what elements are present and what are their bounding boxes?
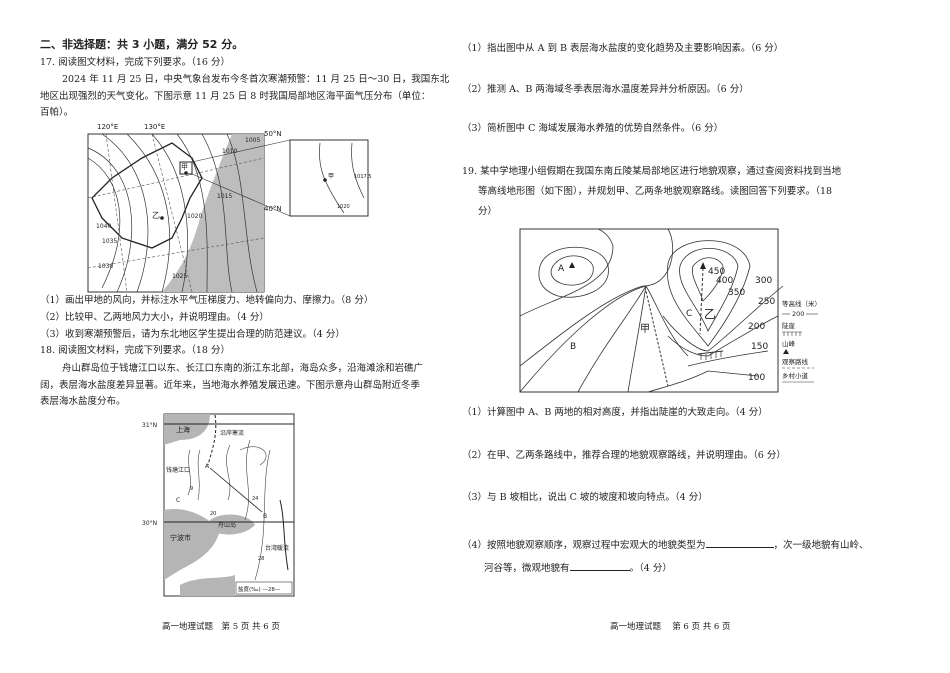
contour-label: 250 — [758, 297, 775, 307]
q19-question-4-line2: 河谷等，微观地貌有 。（4 分） — [484, 560, 672, 575]
q18-para-3: 表层海水盐度分布。 — [40, 396, 126, 407]
contour-label: 300 — [755, 276, 772, 286]
q19-para-2: 等高线地形图（如下图），并规划甲、乙两条地貌观察路线。读图回答下列要求。（18 — [478, 186, 833, 197]
legend-cliff: 陡崖 — [782, 321, 796, 330]
inset-isobar: 1020 — [337, 204, 350, 210]
lat-label: 30°N — [142, 520, 157, 527]
current-taiwan-warm: 台湾暖流 — [265, 544, 289, 552]
lat-label: 40°N — [264, 205, 282, 213]
q17-question-3: （3）收到寒潮预警后，请为东北地区学生提出合理的防范建议。（4 分） — [40, 329, 345, 340]
q17-question-2: （2）比较甲、乙两地风力大小，并说明理由。（4 分） — [40, 312, 269, 323]
point-a: A — [558, 264, 565, 274]
route-yi: 乙 — [704, 307, 716, 321]
section-heading: 二、非选择题：共 3 小题，满分 52 分。 — [40, 38, 244, 51]
q17-title: 17. 阅读图文材料，完成下列要求。（16 分） — [40, 57, 230, 68]
point-yi: 乙 — [152, 211, 160, 220]
isobar-label: 1030 — [98, 263, 113, 270]
route-jia: 甲 — [640, 324, 650, 335]
place-ningbo: 宁波市 — [170, 533, 191, 542]
isoline-label: 20 — [210, 511, 216, 517]
q17-para-2: 地区出现强烈的天气变化。下图示意 11 月 25 日 8 时我国局部地区海平面气… — [40, 91, 431, 102]
q19-para-1: 19. 某中学地理小组假期在我国东南丘陵某局部地区进行地貌观察，通过查阅资料找到… — [462, 166, 842, 177]
inset-point-jia: 甲 — [328, 173, 334, 180]
q18-question-3: （3）简析图中 C 海域发展海水养殖的优势自然条件。（6 分） — [462, 123, 724, 134]
legend-path: 乡村小道 — [782, 371, 809, 380]
isobar-label: 1025 — [172, 273, 187, 280]
salinity-legend: 盐度(‰) —28— — [238, 585, 281, 593]
lat-label: 50°N — [264, 130, 282, 138]
q18-title: 18. 阅读图文材料，完成下列要求。（18 分） — [40, 345, 230, 356]
contour-label: 100 — [748, 373, 765, 383]
point-jia: 甲 — [181, 163, 188, 171]
legend-contour-sample: 200 — [792, 310, 804, 318]
point-c: C — [686, 309, 692, 319]
lat-label: 31°N — [142, 422, 157, 429]
isobar-label: 1015 — [217, 193, 232, 200]
answer-blank-2[interactable] — [569, 560, 630, 571]
isobar-label: 1040 — [96, 223, 111, 230]
footer-right: 高一地理试题 第 6 页 共 6 页 — [610, 622, 731, 632]
q19-question-3: （3）与 B 坡相比，说出 C 坡的坡度和坡向特点。（4 分） — [462, 492, 708, 503]
footer-left: 高一地理试题 第 5 页 共 6 页 — [162, 622, 280, 632]
q19-question-2: （2）在甲、乙两条路线中，推荐合理的地貌观察路线，并说明理由。（6 分） — [462, 450, 786, 461]
place-zhoushan: 舟山岛 — [218, 521, 236, 529]
isobar-label: 1010 — [222, 148, 237, 155]
q17-question-1: （1）画出甲地的风向，并标注水平气压梯度力、地转偏向力、摩擦力。（8 分） — [40, 295, 374, 306]
q4-text-2: ，次一级地貌有山岭、 — [773, 540, 869, 551]
q18-question-2: （2）推测 A、B 两海域冬季表层海水温度差异并分析原因。（6 分） — [462, 84, 749, 95]
isobar-label: 1020 — [187, 213, 202, 220]
contour-label: 450 — [708, 267, 725, 277]
inset-isobar: 1017.5 — [354, 174, 372, 180]
q18-question-1: （1）指出图中从 A 到 B 表层海水盐度的变化趋势及主要影响因素。（6 分） — [462, 43, 784, 54]
place-qiantang: 钱塘江口 — [166, 466, 190, 474]
contour-label: 350 — [728, 288, 745, 298]
q17-para-3: 百帕）。 — [40, 107, 74, 118]
q4-text-1: （4）按照地貌观察顺序，观察过程中宏观大的地貌类型为 — [462, 540, 706, 551]
isoline-label: 24 — [252, 496, 258, 502]
isoline-label: 28 — [258, 556, 264, 562]
legend-route: 观察路线 — [782, 357, 809, 366]
contour-label: 200 — [748, 322, 765, 332]
q19-question-4-line1: （4）按照地貌观察顺序，观察过程中宏观大的地貌类型为 ，次一级地貌有山岭、 — [462, 537, 869, 552]
isoline-label: 9 — [190, 486, 193, 492]
point-b: B — [263, 513, 267, 520]
lon-label: 120°E — [97, 123, 118, 131]
contour-label: 150 — [751, 342, 768, 352]
pressure-map: 120°E 130°E 50°N 40°N 1040 1035 1030 102… — [87, 123, 372, 293]
q18-para-2: 阔，表层海水盐度差异显著。近年来，当地海水养殖发展迅速。下图示意舟山群岛附近冬季 — [40, 380, 421, 391]
point-b: B — [570, 342, 576, 352]
lon-label: 130°E — [144, 123, 165, 131]
q4-text-4: 。（4 分） — [629, 563, 672, 574]
legend-peak: 山峰 — [782, 339, 796, 348]
q4-text-3: 河谷等，微观地貌有 — [484, 563, 570, 574]
contour-label: 400 — [716, 276, 733, 286]
q19-para-3: 分） — [478, 206, 498, 217]
point-c: C — [176, 497, 180, 504]
q19-question-1: （1）计算图中 A、B 两地的相对高度，并指出陡崖的大致走向。（4 分） — [462, 407, 768, 418]
isobar-label: 1035 — [102, 238, 117, 245]
q18-para-1: 舟山群岛位于钱塘江口以东、长江口东南的浙江东北部，海岛众多，沿海滩涂和岩礁广 — [62, 363, 424, 374]
current-coastal-cold: 沿岸寒流 — [220, 429, 244, 437]
answer-blank-1[interactable] — [705, 537, 774, 548]
legend-contour-title: 等高线（米） — [782, 299, 821, 308]
contour-map: A B C 甲 乙 450 400 350 300 250 200 150 10… — [519, 228, 821, 393]
point-a: A — [205, 463, 210, 470]
place-shanghai: 上海 — [176, 425, 190, 434]
isobar-label: 1005 — [245, 137, 260, 144]
q17-para-1: 2024 年 11 月 25 日，中央气象台发布今冬首次寒潮预警：11 月 25… — [62, 74, 450, 85]
salinity-map: 31°N 30°N 上海 钱塘江口 舟山岛 宁波市 沿岸寒流 台湾暖流 A B … — [142, 413, 295, 597]
